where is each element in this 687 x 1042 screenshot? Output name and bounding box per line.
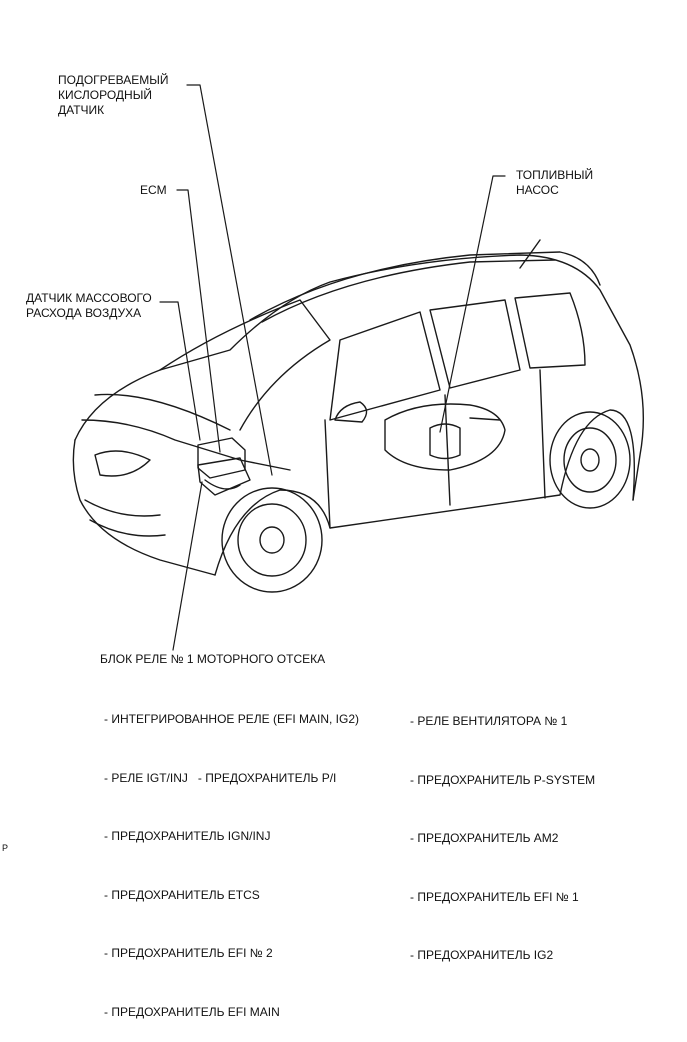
list-item: - ПРЕДОХРАНИТЕЛЬ P-SYSTEM — [410, 772, 596, 787]
list-item: - ПРЕДОХРАНИТЕЛЬ ETCS — [104, 887, 260, 902]
label-ecm: ECM — [140, 183, 167, 197]
list-item: - РЕЛЕ ВЕНТИЛЯТОРА № 1 — [410, 714, 568, 728]
list-item: - ПРЕДОХРАНИТЕЛЬ EFI № 2 — [104, 946, 273, 960]
list-item: - ПРЕДОХРАНИТЕЛЬ EFI № 1 — [410, 889, 579, 904]
list-item: - ПРЕДОХРАНИТЕЛЬ IG2 — [410, 948, 554, 962]
vehicle-component-location-diagram — [72, 84, 645, 651]
rear-wheel — [549, 411, 631, 509]
label-engine-relay-block: БЛОК РЕЛЕ № 1 МОТОРНОГО ОТСЕКА — [100, 652, 326, 666]
car-body-outline — [72, 239, 645, 576]
list-item: - РЕЛЕ IGT/INJ - ПРЕДОХРАНИТЕЛЬ P/I — [104, 770, 337, 785]
label-fuel-pump: ТОПЛИВНЫЙ НАСОС — [516, 168, 594, 197]
relay-items-right-list: - РЕЛЕ ВЕНТИЛЯТОРА № 1 - ПРЕДОХРАНИТЕЛЬ … — [410, 673, 595, 985]
list-item: - ПРЕДОХРАНИТЕЛЬ EFI MAIN — [104, 1004, 280, 1019]
label-heated-oxygen-sensor: ПОДОГРЕВАЕМЫЙ КИСЛОРОДНЫЙ ДАТЧИК — [58, 73, 169, 117]
front-wheel — [221, 487, 323, 593]
relay-items-left-list: - ИНТЕГРИРОВАННОЕ РЕЛЕ (EFI MAIN, IG2) -… — [104, 671, 359, 1042]
fuel-tank-illustration — [384, 403, 506, 471]
footer-mark: P — [2, 843, 9, 853]
list-item: - ПРЕДОХРАНИТЕЛЬ AM2 — [410, 831, 559, 845]
list-item: - ПРЕДОХРАНИТЕЛЬ IGN/INJ — [104, 829, 271, 843]
engine-relay-block-illustration — [197, 437, 251, 496]
leader-lines — [159, 84, 506, 651]
label-mass-air-flow-sensor: ДАТЧИК МАССОВОГО РАСХОДА ВОЗДУХА — [26, 291, 152, 320]
list-item: - ИНТЕГРИРОВАННОЕ РЕЛЕ (EFI MAIN, IG2) — [104, 712, 359, 726]
